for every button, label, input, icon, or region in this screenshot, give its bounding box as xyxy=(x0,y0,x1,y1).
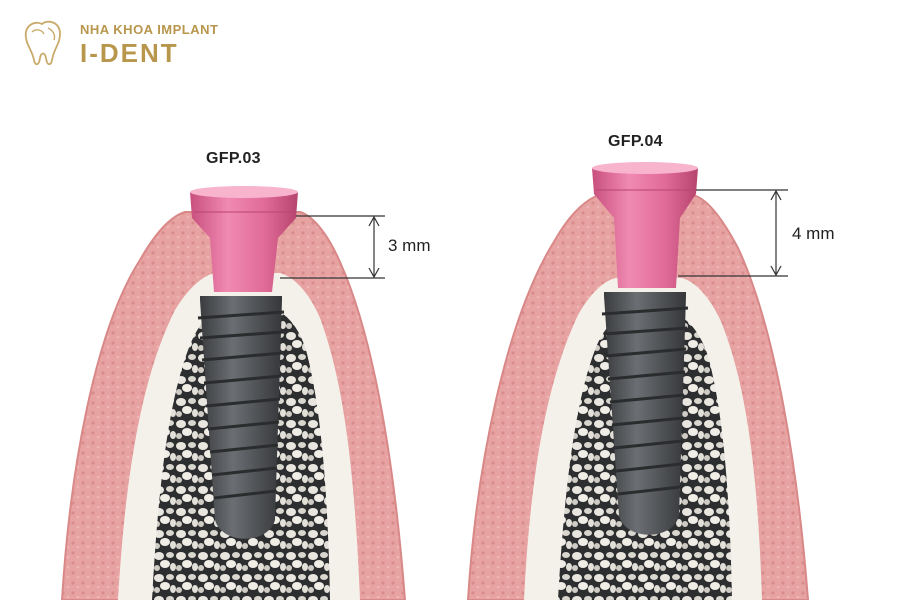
brand-logo: NHA KHOA IMPLANT I-DENT xyxy=(18,14,218,74)
brand-tagline: NHA KHOA IMPLANT xyxy=(80,22,219,37)
panel-left xyxy=(60,186,407,600)
abutment-label-left: GFP.03 xyxy=(206,150,261,167)
dimension-marker-4mm xyxy=(678,189,788,277)
brand-name: I-DENT xyxy=(80,38,179,68)
abutment-label-right: GFP.04 xyxy=(608,133,663,150)
tooth-logo-icon xyxy=(24,20,61,66)
implant-body xyxy=(197,296,285,539)
measurement-label-right: 4 mm xyxy=(792,224,835,243)
dimension-marker-3mm xyxy=(280,215,385,279)
abutment-gfp04 xyxy=(592,162,698,288)
implant-body xyxy=(601,292,689,535)
panel-right xyxy=(466,162,810,600)
measurement-label-left: 3 mm xyxy=(388,236,431,255)
abutment-gfp03 xyxy=(190,186,298,292)
